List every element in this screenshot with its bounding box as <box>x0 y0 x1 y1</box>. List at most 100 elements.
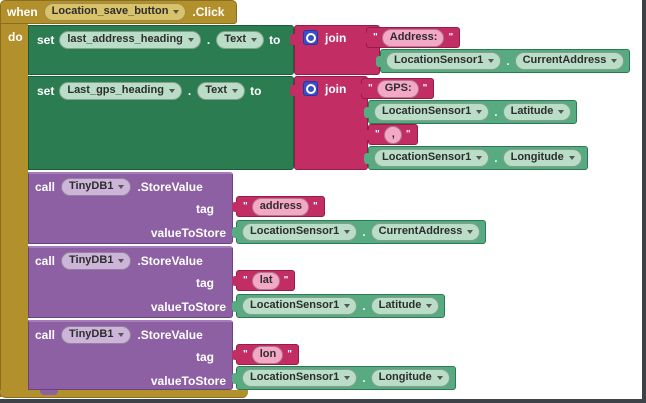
call-keyword: call <box>35 254 56 268</box>
chevron-down-icon <box>187 37 194 42</box>
mutator-gear-icon[interactable] <box>303 81 318 96</box>
valuetostore-param-label: valueToStore <box>150 226 226 240</box>
text-block-address-label[interactable]: " Address: " <box>361 27 461 48</box>
chevron-down-icon <box>558 109 565 114</box>
set-keyword: set <box>37 33 55 47</box>
call-keyword: call <box>35 328 56 342</box>
getter-property-dropdown[interactable]: Latitude <box>502 103 572 121</box>
do-label: do <box>8 30 23 44</box>
getter-currentaddress-block[interactable]: LocationSensor1 . CurrentAddress <box>231 220 487 244</box>
dot-separator: . <box>362 371 366 385</box>
event-name-label: .Click <box>192 5 225 19</box>
open-quote: " <box>375 128 380 140</box>
text-block-tag-address[interactable]: " address " <box>232 196 325 217</box>
getter-property-dropdown[interactable]: CurrentAddress <box>370 223 481 241</box>
getter-component-dropdown[interactable]: LocationSensor1 <box>242 223 358 241</box>
text-block-tag-lat[interactable]: " lat " <box>231 270 296 291</box>
window-right-edge <box>642 0 646 403</box>
method-name-label: .StoreValue <box>137 180 203 194</box>
call-tinydb-storevalue-lat[interactable]: call TinyDB1 .StoreValue tag valueToStor… <box>28 246 233 318</box>
chevron-down-icon <box>173 9 180 14</box>
getter-property-dropdown[interactable]: Longitude <box>370 369 450 387</box>
method-name-label: .StoreValue <box>137 254 203 268</box>
event-block-bottom-bar <box>0 390 248 398</box>
getter-component-dropdown[interactable]: LocationSensor1 <box>374 103 490 121</box>
join-block-address[interactable]: join <box>290 25 380 75</box>
close-quote: " <box>422 82 428 94</box>
chevron-down-icon <box>476 109 483 114</box>
set-property-dropdown[interactable]: Text <box>197 82 246 100</box>
open-quote: " <box>243 200 248 212</box>
tag-param-label: tag <box>196 202 214 216</box>
close-quote: " <box>448 31 454 43</box>
chevron-down-icon <box>611 58 618 63</box>
window-bottom-edge <box>0 399 646 403</box>
getter-component-dropdown[interactable]: LocationSensor1 <box>374 149 490 167</box>
text-value[interactable]: , <box>383 125 402 144</box>
set-last-address-heading-block[interactable]: set last_address_heading . Text to <box>28 25 294 75</box>
open-quote: " <box>243 274 248 286</box>
text-value[interactable]: GPS: <box>376 79 419 98</box>
tag-param-label: tag <box>196 276 214 290</box>
set-property-name: Text <box>205 84 228 96</box>
dot-separator: . <box>362 299 366 313</box>
chevron-down-icon <box>232 88 239 93</box>
do-slot-column[interactable]: do <box>0 24 28 397</box>
call-component-dropdown[interactable]: TinyDB1 <box>61 178 132 196</box>
join-block-gps[interactable]: join <box>290 76 368 170</box>
to-label: to <box>250 84 262 98</box>
set-property-dropdown[interactable]: Text <box>216 31 265 49</box>
open-quote: " <box>368 82 373 94</box>
when-event-block[interactable]: when Location_save_button .Click <box>0 0 237 24</box>
text-block-comma[interactable]: " , " <box>364 124 418 145</box>
open-quote: " <box>243 348 248 360</box>
chevron-down-icon <box>488 58 495 63</box>
valuetostore-param-label: valueToStore <box>150 374 226 388</box>
chevron-down-icon <box>344 229 351 234</box>
chevron-down-icon <box>467 229 474 234</box>
dot-separator: . <box>494 151 498 165</box>
call-tinydb-storevalue-address[interactable]: call TinyDB1 .StoreValue tag valueToStor… <box>28 172 233 244</box>
getter-longitude-block[interactable]: LocationSensor1 . Longitude <box>364 146 588 170</box>
text-value[interactable]: lon <box>251 345 284 364</box>
text-value[interactable]: Address: <box>381 28 445 47</box>
getter-property-dropdown[interactable]: Latitude <box>370 297 440 315</box>
when-keyword: when <box>7 5 38 19</box>
text-value[interactable]: lat <box>251 271 280 290</box>
dot-separator: . <box>187 84 192 98</box>
getter-longitude-block[interactable]: LocationSensor1 . Longitude <box>232 366 456 390</box>
call-keyword: call <box>35 180 56 194</box>
text-block-tag-lon[interactable]: " lon " <box>232 344 299 365</box>
call-component-dropdown[interactable]: TinyDB1 <box>61 326 132 344</box>
method-name-label: .StoreValue <box>137 328 203 342</box>
event-component-dropdown[interactable]: Location_save_button <box>43 3 187 21</box>
getter-property-dropdown[interactable]: CurrentAddress <box>514 52 625 70</box>
text-value[interactable]: address <box>251 197 309 216</box>
set-last-gps-heading-block[interactable]: set Last_gps_heading . Text to <box>28 76 294 170</box>
getter-component-dropdown[interactable]: LocationSensor1 <box>386 52 502 70</box>
call-component-dropdown[interactable]: TinyDB1 <box>61 252 132 270</box>
set-component-name: Last_gps_heading <box>67 84 164 96</box>
getter-latitude-block[interactable]: LocationSensor1 . Latitude <box>363 100 578 124</box>
getter-latitude-block[interactable]: LocationSensor1 . Latitude <box>231 294 446 318</box>
text-block-gps-label[interactable]: " GPS: " <box>356 78 435 99</box>
close-quote: " <box>283 274 289 286</box>
dot-separator: . <box>494 105 498 119</box>
join-label: join <box>325 81 347 96</box>
join-label: join <box>325 30 347 45</box>
dot-separator: . <box>206 33 211 47</box>
getter-component-dropdown[interactable]: LocationSensor1 <box>242 297 358 315</box>
getter-component-dropdown[interactable]: LocationSensor1 <box>242 369 358 387</box>
chevron-down-icon <box>344 303 351 308</box>
set-component-dropdown[interactable]: Last_gps_heading <box>59 82 182 100</box>
chevron-down-icon <box>168 88 175 93</box>
set-component-name: last_address_heading <box>67 33 183 45</box>
close-quote: " <box>312 200 318 212</box>
chevron-down-icon <box>118 184 125 189</box>
call-tinydb-storevalue-lon[interactable]: call TinyDB1 .StoreValue tag valueToStor… <box>28 320 233 390</box>
mutator-gear-icon[interactable] <box>303 30 318 45</box>
getter-currentaddress-block[interactable]: LocationSensor1 . CurrentAddress <box>375 49 631 73</box>
getter-property-dropdown[interactable]: Longitude <box>502 149 582 167</box>
set-component-dropdown[interactable]: last_address_heading <box>59 31 201 49</box>
close-quote: " <box>287 348 292 360</box>
